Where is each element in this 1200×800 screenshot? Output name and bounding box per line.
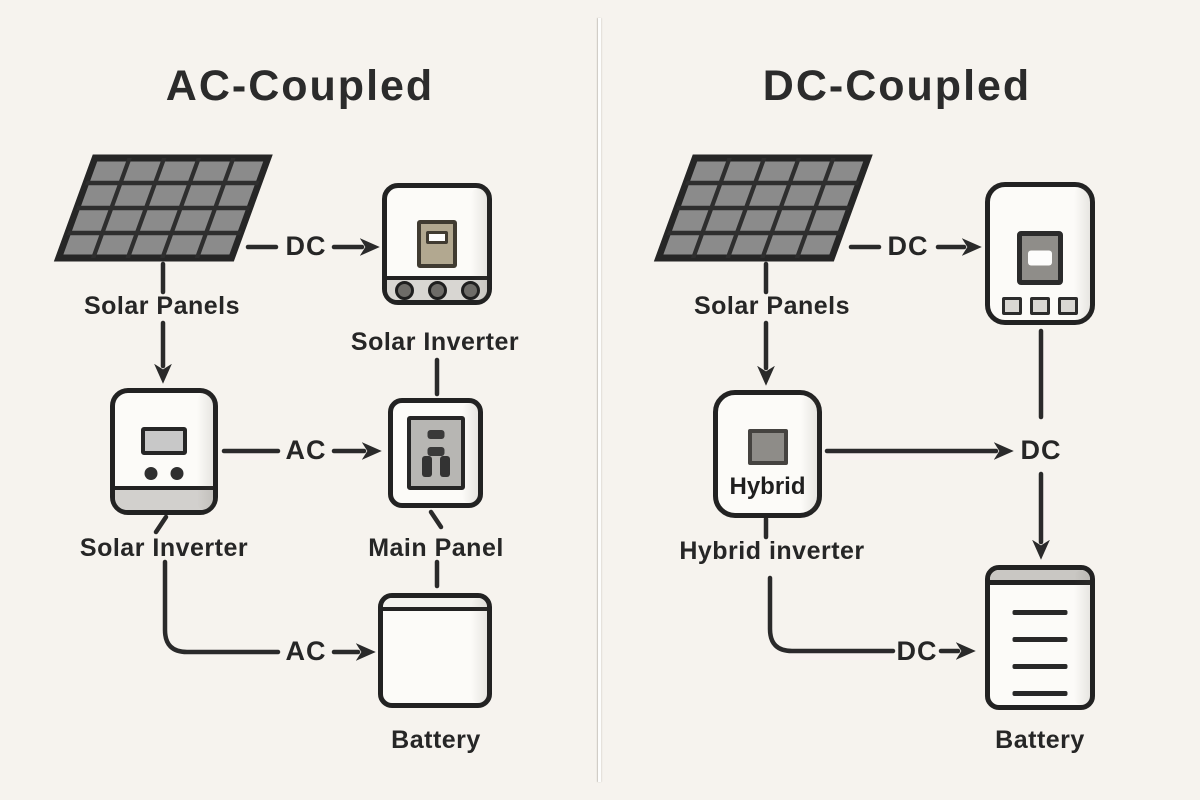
- outlet-slot-icon: [421, 456, 432, 477]
- inverter-buttons: [1002, 297, 1078, 315]
- port-icon: [427, 280, 447, 300]
- solar-inverter-right-icon: [985, 182, 1095, 325]
- dc-wire-label-node: DC: [1020, 435, 1062, 465]
- battery-label-right: Battery: [995, 726, 1085, 754]
- button-icon: [1030, 297, 1050, 315]
- dc-wire-label-left: DC: [285, 231, 327, 261]
- solar-panels-label-left: Solar Panels: [83, 292, 241, 320]
- button-icon: [1058, 297, 1078, 315]
- main-panel-icon: [388, 398, 483, 508]
- main-panel-label: Main Panel: [368, 534, 504, 562]
- solar-panel-icon-right: [653, 154, 873, 262]
- wire-inverter-to-battery-bend: [162, 559, 281, 655]
- outlet-slot-icon: [427, 447, 444, 456]
- outlet-slot-icon: [439, 456, 450, 477]
- hybrid-chip-icon: [747, 429, 788, 465]
- inverter-chip-icon: [1017, 231, 1063, 285]
- outlet-face-icon: [406, 416, 465, 490]
- solar-inverter-mid-icon: [110, 388, 218, 515]
- battery-label-left: Battery: [391, 726, 481, 754]
- button-icon: [1002, 297, 1022, 315]
- inverter-chip-slot: [426, 231, 448, 244]
- inverter-port-strip: [387, 276, 487, 300]
- inverter-buttons: [144, 467, 184, 480]
- hybrid-box-text: Hybrid: [729, 473, 806, 500]
- port-icon: [460, 280, 480, 300]
- inverter-chip-slot: [1028, 250, 1052, 266]
- hybrid-inverter-icon: Hybrid: [713, 390, 822, 518]
- dc-wire-label-top-right: DC: [887, 231, 929, 261]
- solar-panel-icon-left: [53, 154, 273, 262]
- button-icon: [170, 467, 184, 480]
- left-connectors: [153, 238, 444, 661]
- hybrid-inverter-label: Hybrid inverter: [679, 537, 865, 565]
- ac-wire-label-mid: AC: [285, 435, 327, 465]
- button-icon: [144, 467, 158, 480]
- column-divider: [598, 18, 601, 782]
- left-title: AC-Coupled: [165, 62, 435, 110]
- solar-inverter-top-label: Solar Inverter: [350, 328, 520, 356]
- inverter-chip-icon: [417, 220, 457, 268]
- wire-mainpanel-label-tick: [428, 509, 444, 530]
- solar-panels-label-right: Solar Panels: [693, 292, 851, 320]
- battery-cell-line: [1012, 610, 1068, 615]
- battery-cap: [990, 570, 1090, 585]
- inverter-base-strip: [115, 486, 213, 510]
- ac-wire-label-bottom: AC: [285, 636, 327, 666]
- battery-cell-line: [1012, 691, 1068, 696]
- battery-left-icon: [378, 593, 492, 708]
- dc-wire-label-bottom-right: DC: [896, 636, 938, 666]
- right-title: DC-Coupled: [762, 62, 1032, 110]
- wire-inverter-label-tick: [153, 514, 169, 535]
- battery-cell-line: [1012, 664, 1068, 669]
- inverter-screen-icon: [141, 427, 187, 455]
- solar-inverter-mid-label: Solar Inverter: [79, 534, 249, 562]
- battery-cell-line: [1012, 637, 1068, 642]
- port-icon: [394, 280, 414, 300]
- outlet-slot-icon: [427, 430, 444, 439]
- right-connectors: [757, 238, 1050, 660]
- wire-hybrid-to-battery-bend: [767, 575, 896, 654]
- solar-inverter-top-icon: [382, 183, 492, 305]
- battery-cap: [383, 598, 487, 611]
- battery-right-icon: [985, 565, 1095, 710]
